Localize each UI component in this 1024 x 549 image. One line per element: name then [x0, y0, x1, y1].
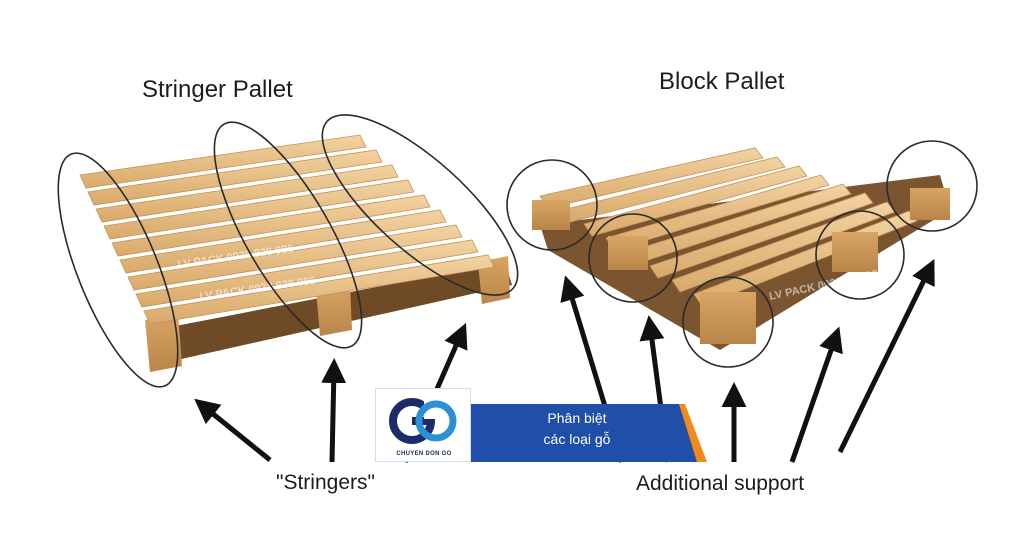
stringer-deck-board [127, 224, 463, 291]
banner-shape [471, 404, 707, 462]
stringer-deck-board [95, 164, 399, 223]
banner-line-1: Phân biệt [547, 410, 607, 426]
stringer-ellipse-right [321, 114, 519, 296]
banner-line-2: các loại gỗ [543, 431, 611, 447]
go-logo-icon [389, 398, 457, 444]
block-circle-4 [815, 210, 905, 300]
stringer-deck-board [135, 239, 479, 308]
block-corner-left [532, 200, 570, 230]
additional-support-label: Additional support [636, 472, 805, 495]
logo-caption: CHUYEN DON GO [396, 451, 452, 457]
block-deck-board [649, 192, 874, 279]
stringer-front-left [145, 313, 182, 372]
block-deck-board [583, 165, 808, 237]
support-arrow-4 [789, 326, 843, 463]
stringer-deck-board [143, 254, 495, 325]
block-corner-right [910, 188, 950, 220]
block-front-corner [700, 292, 756, 344]
block-circle-1 [506, 159, 598, 251]
stringer-deck-board [103, 179, 415, 240]
stringer-arrow-middle [321, 358, 347, 463]
stringer-deck-board [79, 134, 367, 189]
stringers-label: "Stringers" [276, 471, 375, 494]
stringer-front-middle [316, 284, 352, 336]
brand-banner: CHUYEN DON GO Phân biệt các loại gỗ [375, 388, 707, 462]
banner-text: Phân biệt các loại gỗ [479, 408, 675, 450]
block-right-middle [832, 232, 878, 272]
stringer-arrow-left [194, 398, 272, 462]
stringer-deck-board [111, 194, 431, 257]
stringer-deck-boards [79, 134, 495, 325]
stringer-ellipse-middle [213, 121, 363, 349]
stringer-ellipse-left [57, 152, 179, 388]
support-arrow-5 [837, 259, 935, 454]
stringer-deck-board [87, 149, 383, 206]
stringer-pallet-title: Stringer Pallet [142, 76, 293, 103]
block-circle-2 [588, 213, 678, 303]
stringer-deck-board [119, 209, 447, 274]
brand-logo: CHUYEN DON GO [375, 388, 471, 462]
block-circle-5 [886, 140, 978, 232]
block-circle-3 [682, 276, 774, 368]
block-pallet-image [532, 147, 950, 350]
stringer-pallet-image [79, 134, 512, 372]
block-front-left [608, 236, 648, 270]
block-pallet-title: Block Pallet [659, 68, 785, 95]
